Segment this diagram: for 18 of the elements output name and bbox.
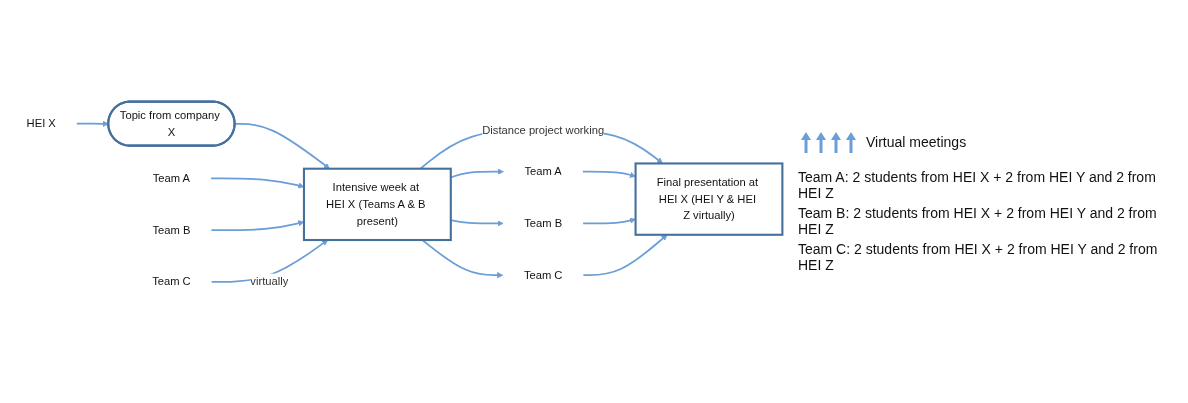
node-box: Final presentation at HEI X (HEI Y & HEI Z virtually) (634, 162, 784, 237)
arrow (582, 217, 636, 225)
node-text: Team C (152, 275, 191, 288)
node-text: Team C (523, 269, 563, 282)
node-box: Intensive week at HEI X (Teams A & B present) (302, 167, 452, 242)
node-text: Team A (524, 165, 562, 178)
edge-label: Distance project working (482, 124, 605, 137)
node-text: Team A (152, 172, 191, 185)
arrow (75, 121, 109, 128)
node-text: Team B (152, 224, 191, 237)
edge-label: virtually (250, 275, 289, 288)
team-composition-note: Team A: 2 students from HEI X + 2 from HEI Y and 2 from HEI Z (798, 168, 1157, 201)
team-composition-note: Team C: 2 students from HEI X + 2 from HEI Y and 2 from HEI Z (798, 240, 1159, 273)
team-composition-note: Team B: 2 students from HEI X + 2 from HEI Y and 2 from HEI Z (798, 204, 1158, 237)
arrow (581, 171, 636, 179)
node-text: HEI X (26, 117, 56, 130)
node-text: Team B (524, 217, 563, 230)
note: Virtual meetings (866, 133, 967, 150)
